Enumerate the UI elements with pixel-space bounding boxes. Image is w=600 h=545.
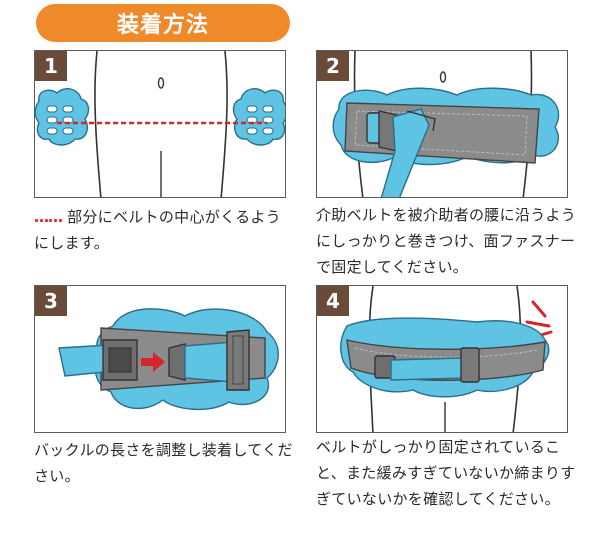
step-1-illustration: 1: [34, 50, 286, 198]
step-3-number: 3: [35, 286, 67, 316]
step-1-caption: …… 部分にベルトの中心がくるようにします。: [34, 204, 296, 256]
step-2-illustration: 2: [316, 50, 568, 198]
step-4-illustration: 4: [316, 285, 568, 433]
step-1-drawing: [35, 51, 285, 197]
step-3-drawing: [58, 308, 279, 411]
step-4-number: 4: [317, 286, 349, 316]
step-2-drawing: [332, 51, 560, 197]
step-3-caption: バックルの長さを調整し装着してください。: [34, 441, 293, 485]
step-4-drawing: [340, 286, 553, 432]
step-3-illustration: 3: [34, 285, 286, 433]
red-dotted-marker: ……: [34, 208, 63, 226]
step-2-caption: 介助ベルトを被介助者の腰に沿うようにしっかりと巻きつけ、面ファスナーで固定してく…: [316, 206, 577, 276]
section-title: 装着方法: [36, 4, 290, 42]
step-2-number: 2: [317, 51, 349, 81]
step-1-number: 1: [35, 51, 67, 81]
step-1-caption-text: 部分にベルトの中心がくるようにします。: [34, 208, 281, 252]
step-4-caption: ベルトがしっかり固定されていること、また緩みすぎていないか締まりすぎていないかを…: [316, 438, 576, 508]
